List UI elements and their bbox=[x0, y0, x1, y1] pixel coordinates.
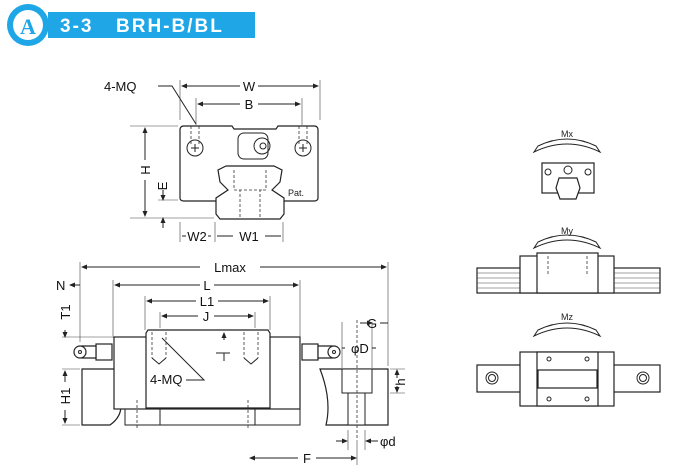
label-my: My bbox=[561, 226, 573, 236]
dim-phi-d-small: φd bbox=[380, 434, 396, 449]
dim-b: B bbox=[245, 97, 254, 112]
moment-mx-view: Mx bbox=[532, 129, 602, 200]
dim-h1: H1 bbox=[58, 388, 73, 405]
dim-l1: L1 bbox=[200, 294, 214, 309]
header-bar bbox=[48, 12, 255, 38]
dim-e: E bbox=[155, 181, 170, 190]
side-view: Lmax L L1 J N T1 H1 4-MQ G φD h φd F bbox=[56, 260, 408, 466]
dim-h-counterbore: h bbox=[393, 378, 408, 385]
dim-t1: T1 bbox=[58, 304, 73, 319]
dim-j: J bbox=[203, 309, 210, 324]
front-view: Pat. W B 4-MQ H E W2 W1 bbox=[104, 79, 321, 244]
svg-text:A: A bbox=[20, 14, 36, 39]
moment-mz-view: Mz bbox=[476, 312, 661, 407]
model-title: BRH-B/BL bbox=[116, 16, 224, 37]
moment-my-view: My bbox=[476, 226, 661, 294]
dim-w1: W1 bbox=[239, 229, 259, 244]
dim-l: L bbox=[203, 278, 210, 293]
front-4mq-label: 4-MQ bbox=[104, 79, 137, 94]
section-header: A 3-3 BRH-B/BL bbox=[7, 4, 255, 46]
section-number: 3-3 bbox=[60, 16, 93, 37]
dim-phi-d-large: φD bbox=[351, 341, 369, 356]
dim-lmax: Lmax bbox=[214, 260, 246, 275]
patent-mark: Pat. bbox=[288, 188, 304, 198]
label-mx: Mx bbox=[561, 129, 573, 139]
dim-n: N bbox=[56, 278, 65, 293]
dim-w: W bbox=[243, 79, 256, 94]
dim-f: F bbox=[303, 451, 311, 466]
side-4mq-label: 4-MQ bbox=[150, 372, 183, 387]
dim-h: H bbox=[138, 165, 153, 174]
label-mz: Mz bbox=[561, 312, 573, 322]
dim-w2: W2 bbox=[187, 229, 207, 244]
